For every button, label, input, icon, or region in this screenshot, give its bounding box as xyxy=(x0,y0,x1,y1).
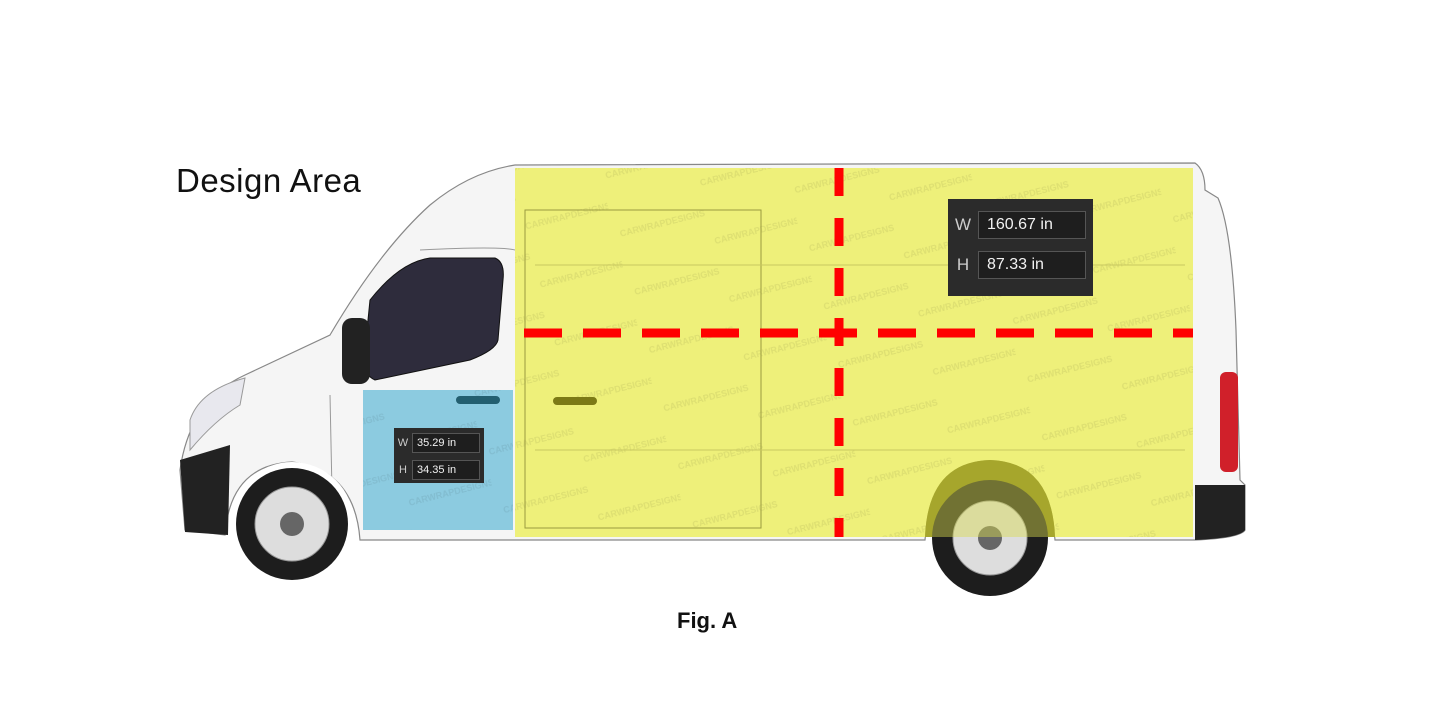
width-value: 160.67 in xyxy=(978,211,1086,239)
width-label: W xyxy=(954,215,972,234)
height-label: H xyxy=(956,255,970,274)
tail-light xyxy=(1220,372,1238,472)
sliding-door-handle-icon xyxy=(553,397,597,405)
design-area-title: Design Area xyxy=(176,162,362,199)
height-row: H 87.33 in xyxy=(948,245,1093,285)
front-wheel xyxy=(230,462,354,586)
side-mirror xyxy=(342,318,370,384)
height-row: H 34.35 in xyxy=(394,457,484,482)
width-row: W 160.67 in xyxy=(948,205,1093,245)
rear-wheel-arch-overlay xyxy=(925,460,1055,537)
width-value: 35.29 in xyxy=(412,432,480,453)
main-dimension-panel: W 160.67 in H 87.33 in xyxy=(948,199,1093,296)
height-value: 87.33 in xyxy=(978,251,1086,279)
height-label: H xyxy=(399,463,407,476)
sliding-door-outline xyxy=(524,209,762,529)
rear-wheel xyxy=(932,480,1048,596)
figure-caption: Fig. A xyxy=(677,608,738,633)
width-label: W xyxy=(397,436,409,449)
rear-bumper xyxy=(1195,485,1245,540)
height-value: 34.35 in xyxy=(412,459,480,480)
front-bumper xyxy=(180,445,230,535)
headlight xyxy=(189,377,246,452)
